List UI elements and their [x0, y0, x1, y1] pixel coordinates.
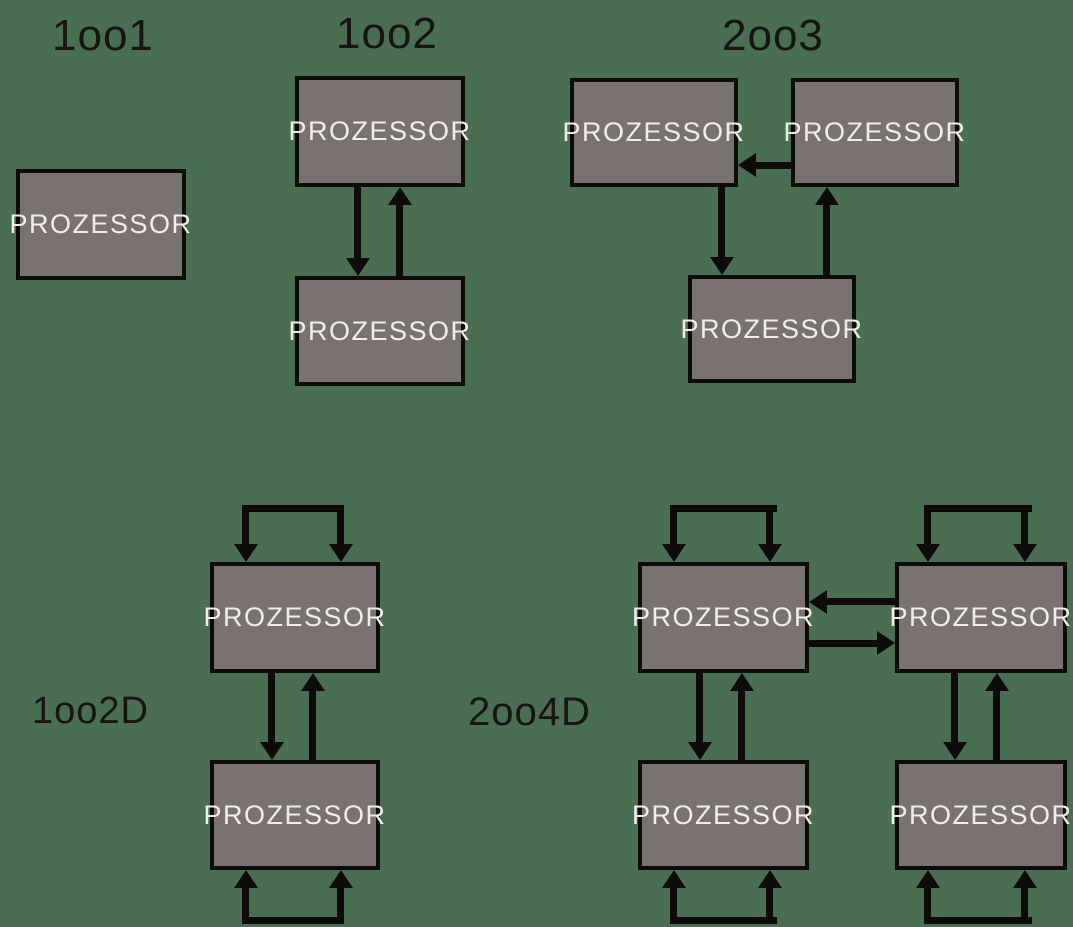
loop-arrow-shaft — [670, 505, 677, 544]
processor-box-label: PROZESSOR — [288, 315, 472, 346]
processor-box: PROZESSOR — [889, 562, 1071, 673]
up-arrow-shaft — [738, 691, 745, 760]
up-arrow-head-icon — [301, 673, 325, 691]
loop-arrow-bar — [670, 505, 777, 512]
processor-box-label: PROZESSOR — [889, 799, 1073, 830]
right-arrow-shaft — [809, 640, 877, 647]
processor-box: PROZESSOR — [9, 169, 191, 280]
up-arrow-head-icon — [234, 870, 258, 888]
down-arrow-head-icon — [329, 544, 353, 562]
processor-box-label: PROZESSOR — [631, 602, 816, 632]
up-arrow-shaft — [823, 205, 830, 275]
up-arrow-head-icon — [1013, 870, 1037, 888]
down-arrow-shaft — [696, 673, 703, 742]
down-arrow-head-icon — [943, 742, 967, 760]
down-arrow-head-icon — [710, 257, 734, 275]
section-label-1oo1: 1oo1 — [52, 11, 154, 60]
processor-box-label: PROZESSOR — [889, 602, 1073, 632]
section-label-1oo2D: 1oo2D — [32, 690, 149, 732]
up-arrow-head-icon — [815, 187, 839, 205]
loop-arrow-bar — [924, 917, 1032, 924]
down-arrow-head-icon — [1013, 544, 1037, 562]
down-arrow-shaft — [268, 673, 275, 742]
up-arrow-head-icon — [985, 673, 1009, 691]
loop-arrow-shaft — [337, 505, 344, 544]
up-arrow-head-icon — [730, 673, 754, 691]
left-arrow-head-icon — [809, 590, 827, 614]
up-arrow-shaft — [309, 691, 316, 760]
down-arrow-head-icon — [662, 544, 686, 562]
left-arrow-shaft — [827, 598, 895, 605]
down-arrow-shaft — [718, 187, 725, 257]
loop-arrow-shaft — [766, 888, 773, 924]
processor-box-label: PROZESSOR — [783, 117, 967, 147]
processor-box: PROZESSOR — [203, 760, 385, 870]
processor-box-label: PROZESSOR — [631, 799, 816, 830]
loop-arrow-shaft — [766, 505, 773, 544]
down-arrow-shaft — [354, 187, 361, 258]
loop-arrow-bar — [924, 505, 1032, 512]
up-arrow-head-icon — [329, 870, 353, 888]
loop-arrow-shaft — [670, 888, 677, 924]
up-arrow-head-icon — [916, 870, 940, 888]
down-arrow-head-icon — [234, 544, 258, 562]
down-arrow-shaft — [951, 673, 958, 742]
section-label-2oo3: 2oo3 — [722, 11, 824, 60]
processor-box-label: PROZESSOR — [562, 117, 746, 147]
loop-arrow-shaft — [924, 888, 931, 924]
loop-arrow-bar — [242, 917, 344, 924]
loop-arrow-bar — [670, 917, 777, 924]
up-arrow-head-icon — [662, 870, 686, 888]
right-arrow-head-icon — [877, 631, 895, 655]
processor-box: PROZESSOR — [783, 78, 965, 187]
processor-box: PROZESSOR — [632, 562, 814, 673]
section-label-2oo4D: 2oo4D — [468, 690, 591, 734]
up-arrow-shaft — [993, 691, 1000, 760]
loop-arrow-shaft — [1021, 505, 1028, 544]
processor-box: PROZESSOR — [680, 275, 862, 383]
up-arrow-head-icon — [758, 870, 782, 888]
up-arrow-head-icon — [388, 187, 412, 205]
processor-box: PROZESSOR — [203, 562, 385, 673]
processor-box-label: PROZESSOR — [203, 799, 387, 830]
up-arrow-shaft — [396, 205, 403, 276]
processor-box-label: PROZESSOR — [680, 313, 864, 344]
down-arrow-head-icon — [346, 258, 370, 276]
processor-box-label: PROZESSOR — [9, 209, 193, 239]
loop-arrow-shaft — [242, 505, 249, 544]
loop-arrow-shaft — [1021, 888, 1028, 924]
loop-arrow-shaft — [337, 888, 344, 924]
down-arrow-head-icon — [260, 742, 284, 760]
processor-box-label: PROZESSOR — [288, 116, 472, 146]
down-arrow-head-icon — [758, 544, 782, 562]
loop-arrow-shaft — [242, 888, 249, 924]
processor-box: PROZESSOR — [562, 78, 744, 187]
section-label-1oo2: 1oo2 — [336, 9, 438, 58]
left-arrow-shaft — [756, 162, 791, 169]
processor-box-label: PROZESSOR — [203, 602, 387, 632]
processor-box: PROZESSOR — [288, 76, 470, 187]
loop-arrow-bar — [242, 505, 344, 512]
loop-arrow-shaft — [924, 505, 931, 544]
processor-box: PROZESSOR — [632, 760, 814, 870]
down-arrow-head-icon — [688, 742, 712, 760]
processor-box: PROZESSOR — [288, 276, 470, 386]
processor-box: PROZESSOR — [889, 760, 1071, 870]
down-arrow-head-icon — [916, 544, 940, 562]
left-arrow-head-icon — [738, 153, 756, 177]
